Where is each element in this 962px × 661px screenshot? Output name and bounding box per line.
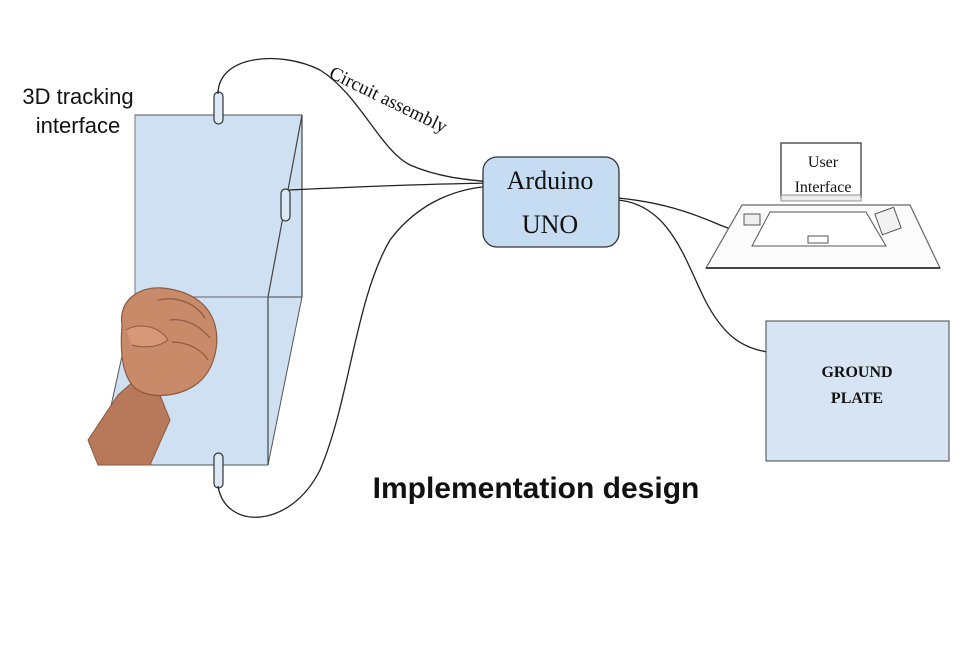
arduino-box: Arduino UNO [482,156,620,248]
circuit-assembly-label: Circuit assembly [326,63,451,138]
laptop-icon: User Interface [704,142,941,269]
ui-label-line1: User [808,154,839,171]
electrode-top [213,91,224,125]
arduino-label-line2: UNO [522,210,578,239]
arduino-label-line1: Arduino [507,166,594,195]
ground-plate-box: GROUND PLATE [765,320,950,462]
tracking-label-line2: interface [36,113,120,138]
electrode-side [280,188,291,222]
ui-label-line2: Interface [795,179,852,196]
ground-label-line2: PLATE [831,390,883,407]
electrode-bottom [213,452,224,489]
diagram-title: Implementation design [373,472,700,505]
fist-icon [87,287,218,466]
ground-label-line1: GROUND [821,364,892,381]
phone-icon [874,206,902,236]
phone-icon [743,213,761,226]
tracking-label-line1: 3D tracking [22,84,133,109]
